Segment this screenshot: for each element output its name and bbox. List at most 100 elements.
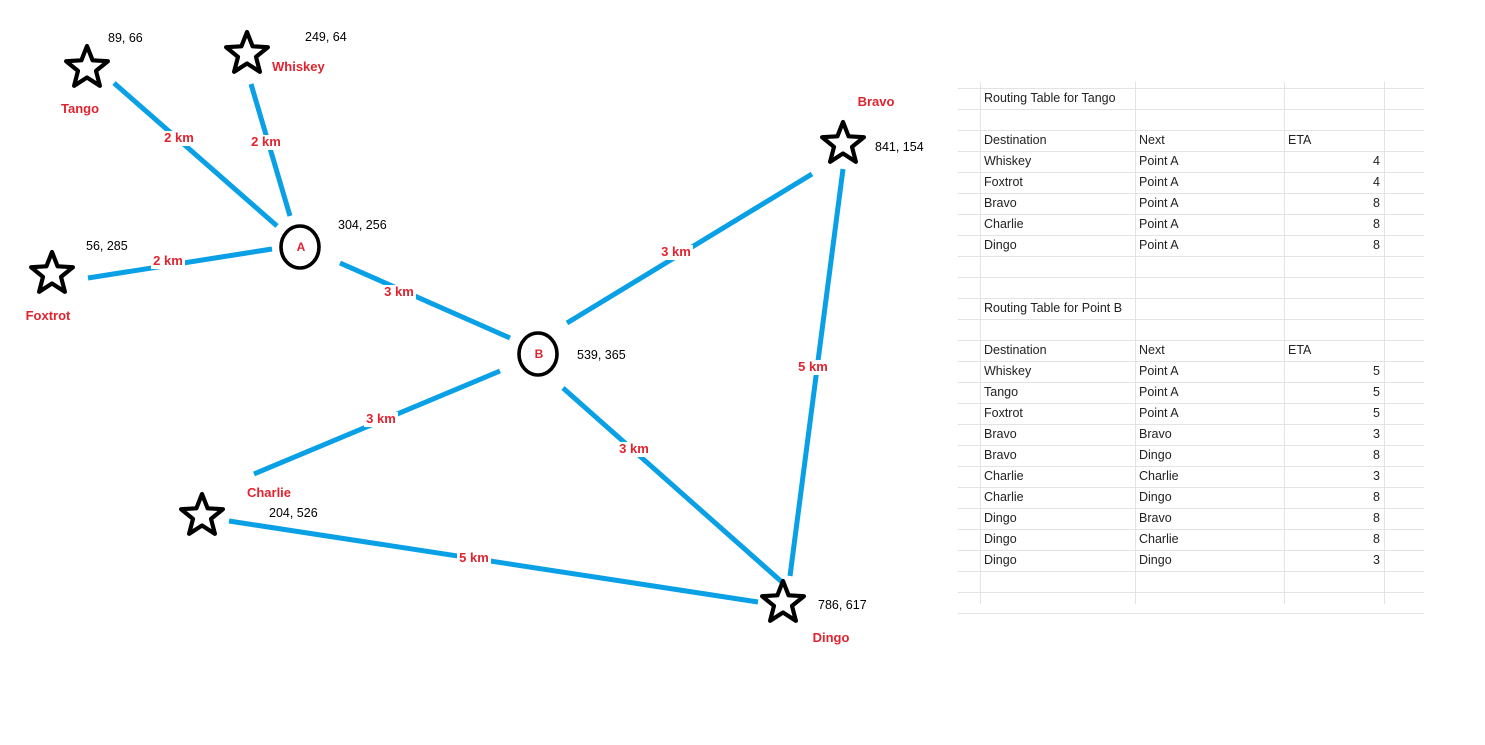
grid-column-line [980,82,981,604]
point-circle-a [279,224,321,270]
grid-row-line [958,571,1424,572]
grid-row-line [958,403,1424,404]
eta-cell[interactable]: 5 [1373,385,1380,399]
edge-distance-label: 2 km [164,130,194,145]
edge-label-background [382,285,416,300]
eta-cell[interactable]: 8 [1373,196,1380,210]
edge-charlie-dingo [228,518,759,605]
next-hop-cell[interactable]: Bravo [1139,511,1172,525]
edge-label-background [249,135,283,150]
table-title-cell[interactable]: Routing Table for Point B [984,301,1123,315]
next-hop-cell[interactable]: Dingo [1139,490,1172,504]
table-header-cell[interactable]: ETA [1288,133,1312,147]
eta-cell[interactable]: 8 [1373,511,1380,525]
next-hop-cell[interactable]: Point A [1139,196,1179,210]
grid-row-line [958,151,1424,152]
eta-cell[interactable]: 3 [1373,469,1380,483]
edge-label-background [659,245,693,260]
edge-distance-label: 2 km [153,253,183,268]
destination-cell[interactable]: Tango [984,385,1019,399]
eta-cell[interactable]: 8 [1373,532,1380,546]
coordinate-label-b: 539, 365 [577,348,626,362]
table-header-cell[interactable]: Destination [984,133,1047,147]
edge-label-background [457,551,491,566]
grid-row-line [958,508,1424,509]
destination-cell[interactable]: Bravo [984,196,1017,210]
star-icon-bravo [819,119,867,164]
eta-cell[interactable]: 8 [1373,238,1380,252]
edge-distance-label: 5 km [798,359,828,374]
node-name-tango: Tango [61,101,99,116]
node-name-whiskey: Whiskey [272,59,326,74]
star-icon-tango [63,43,111,88]
next-hop-cell[interactable]: Point A [1139,175,1179,189]
grid-row-line [958,88,1424,89]
next-hop-cell[interactable]: Bravo [1139,427,1172,441]
next-hop-cell[interactable]: Point A [1139,364,1179,378]
coordinate-label-whiskey: 249, 64 [305,30,347,44]
eta-cell[interactable]: 3 [1373,553,1380,567]
next-hop-cell[interactable]: Dingo [1139,448,1172,462]
next-hop-cell[interactable]: Dingo [1139,553,1172,567]
coordinate-label-bravo: 841, 154 [875,140,924,154]
grid-row-line [958,214,1424,215]
grid-column-line [1284,82,1285,604]
destination-cell[interactable]: Charlie [984,490,1024,504]
grid-row-line [958,382,1424,383]
eta-cell[interactable]: 8 [1373,490,1380,504]
grid-row-line [958,235,1424,236]
grid-row-line [958,529,1424,530]
table-header-cell[interactable]: Next [1139,343,1165,357]
eta-cell[interactable]: 5 [1373,364,1380,378]
destination-cell[interactable]: Whiskey [984,154,1032,168]
coordinate-label-a: 304, 256 [338,218,387,232]
eta-cell[interactable]: 3 [1373,427,1380,441]
eta-cell[interactable]: 4 [1373,154,1380,168]
destination-cell[interactable]: Dingo [984,553,1017,567]
table-header-cell[interactable]: ETA [1288,343,1312,357]
eta-cell[interactable]: 8 [1373,217,1380,231]
grid-row-line [958,277,1424,278]
eta-cell[interactable]: 4 [1373,175,1380,189]
next-hop-cell[interactable]: Charlie [1139,532,1179,546]
destination-cell[interactable]: Foxtrot [984,406,1023,420]
next-hop-cell[interactable]: Point A [1139,217,1179,231]
grid-column-line [1384,82,1385,604]
grid-row-line [958,613,1424,614]
table-header-cell[interactable]: Destination [984,343,1047,357]
node-name-dingo: Dingo [813,630,850,645]
next-hop-cell[interactable]: Point A [1139,385,1179,399]
destination-cell[interactable]: Dingo [984,532,1017,546]
edge-label-background [162,131,196,146]
next-hop-cell[interactable]: Point A [1139,154,1179,168]
destination-cell[interactable]: Charlie [984,469,1024,483]
destination-cell[interactable]: Dingo [984,511,1017,525]
destination-cell[interactable]: Charlie [984,217,1024,231]
edge-b-dingo [561,386,785,585]
table-title-cell[interactable]: Routing Table for Tango [984,91,1116,105]
point-letter-b: B [535,347,544,361]
eta-cell[interactable]: 5 [1373,406,1380,420]
destination-cell[interactable]: Whiskey [984,364,1032,378]
destination-cell[interactable]: Bravo [984,448,1017,462]
destination-cell[interactable]: Bravo [984,427,1017,441]
grid-row-line [958,550,1424,551]
grid-row-line [958,130,1424,131]
destination-cell[interactable]: Dingo [984,238,1017,252]
next-hop-cell[interactable]: Point A [1139,238,1179,252]
next-hop-cell[interactable]: Charlie [1139,469,1179,483]
grid-row-line [958,424,1424,425]
grid-row-line [958,466,1424,467]
point-circle-b [517,331,559,377]
table-header-cell[interactable]: Next [1139,133,1165,147]
edge-label-background [364,412,398,427]
next-hop-cell[interactable]: Point A [1139,406,1179,420]
edge-a-b [338,260,512,341]
edge-distance-label: 3 km [661,244,691,259]
grid-row-line [958,298,1424,299]
destination-cell[interactable]: Foxtrot [984,175,1023,189]
node-name-foxtrot: Foxtrot [26,308,71,323]
eta-cell[interactable]: 8 [1373,448,1380,462]
star-icon-foxtrot [29,249,76,294]
